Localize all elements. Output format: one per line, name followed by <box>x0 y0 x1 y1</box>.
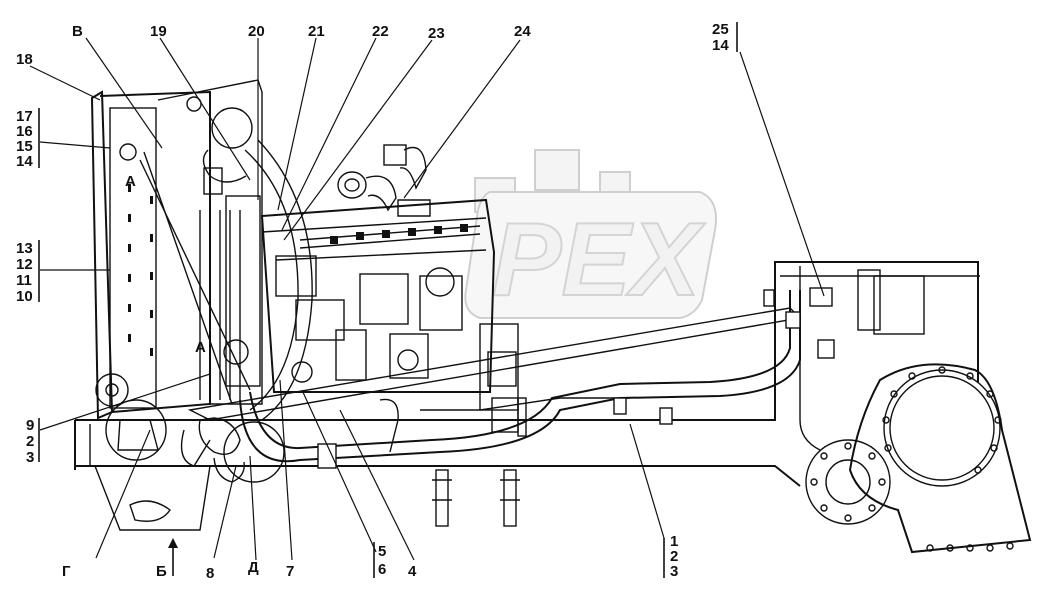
radiator-assembly <box>90 79 263 420</box>
view-a-lower: А <box>195 339 206 356</box>
housing-bolts <box>810 366 1014 552</box>
lower-guards <box>94 465 520 531</box>
view-g: Г <box>62 563 71 580</box>
callout-13: 13 <box>16 240 33 257</box>
callout-labels: В 19 20 21 22 23 24 25 14 18 17 16 15 14… <box>16 21 729 582</box>
callout-19: 19 <box>150 23 167 40</box>
chassis-frame <box>74 261 980 487</box>
radiator-bolts <box>128 184 153 356</box>
callout-24: 24 <box>514 23 531 40</box>
callout-14-right: 14 <box>712 37 729 54</box>
label-bars <box>38 22 738 578</box>
engine-block <box>260 198 527 437</box>
callout-v: В <box>72 23 83 40</box>
watermark-text: PEX <box>492 202 706 318</box>
callout-4: 4 <box>408 563 417 580</box>
callout-8: 8 <box>206 565 214 582</box>
cylinder-head-bolts <box>330 224 468 244</box>
callout-6: 6 <box>378 561 386 578</box>
fan-shroud <box>244 139 313 421</box>
callout-16: 16 <box>16 123 33 140</box>
view-b: Б <box>156 563 167 580</box>
callout-21: 21 <box>308 23 325 40</box>
turbocharger <box>337 144 431 217</box>
callout-9: 9 <box>26 417 34 434</box>
callout-3-right: 3 <box>670 563 678 580</box>
callout-3-left: 3 <box>26 449 34 466</box>
callout-2-right: 2 <box>670 548 678 565</box>
callout-1: 1 <box>670 533 678 550</box>
callout-12: 12 <box>16 256 33 273</box>
callout-10: 10 <box>16 288 33 305</box>
pipe-network <box>105 287 835 483</box>
callout-7: 7 <box>286 563 294 580</box>
callout-14-left: 14 <box>16 153 33 170</box>
callout-15: 15 <box>16 138 33 155</box>
callout-5: 5 <box>378 543 386 560</box>
transmission-housing <box>805 363 1032 554</box>
callout-18: 18 <box>16 51 33 68</box>
callout-11: 11 <box>16 272 32 289</box>
watermark-frame <box>464 191 717 319</box>
view-d: Д <box>248 559 259 576</box>
callout-17: 17 <box>16 108 33 125</box>
callout-23: 23 <box>428 25 445 42</box>
leader-lines <box>29 37 825 561</box>
view-a-upper: А <box>125 173 136 190</box>
watermark-logo: PEX <box>464 149 717 319</box>
callout-22: 22 <box>372 23 389 40</box>
callout-25: 25 <box>712 21 729 38</box>
up-arrow-icon <box>168 538 178 576</box>
callout-20: 20 <box>248 23 265 40</box>
callout-2-left: 2 <box>26 433 34 450</box>
